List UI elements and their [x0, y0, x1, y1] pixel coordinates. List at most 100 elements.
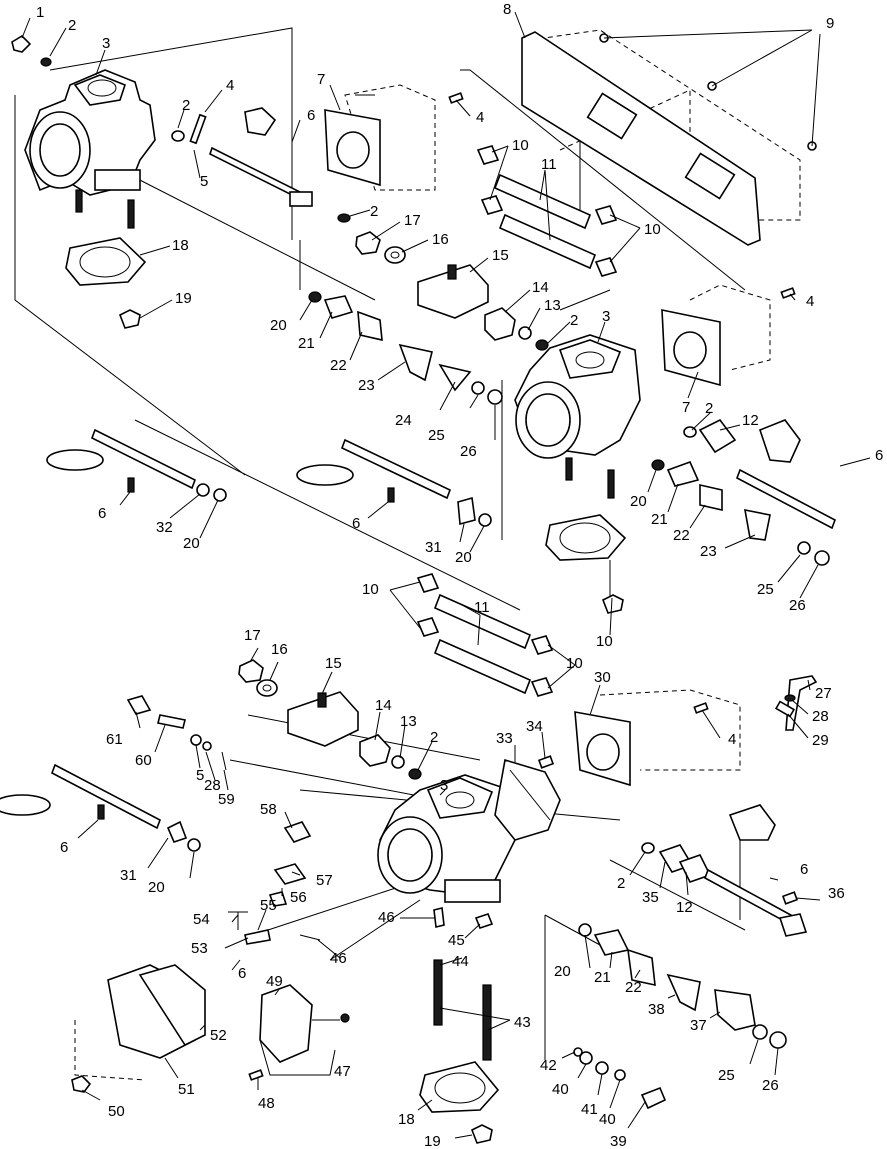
callout-13: 13 — [400, 713, 417, 730]
callout-57: 57 — [316, 872, 333, 889]
callout-55: 55 — [260, 897, 277, 914]
callout-51: 51 — [178, 1081, 195, 1098]
flange-part-7-upper — [324, 109, 381, 187]
gasket-part-18-lower — [419, 1061, 500, 1113]
callout-8: 8 — [503, 1, 511, 18]
screw-parts-44-45 — [433, 907, 494, 929]
callout-20: 20 — [270, 317, 287, 334]
callout-10: 10 — [362, 581, 379, 598]
callout-50: 50 — [108, 1103, 125, 1120]
washer-part-2-c — [337, 213, 351, 223]
callout-10: 10 — [512, 137, 529, 154]
screw-part-4-b — [448, 92, 464, 104]
callout-53: 53 — [191, 940, 208, 957]
linkage-parts-lower-right — [641, 804, 808, 937]
callout-25: 25 — [718, 1067, 735, 1084]
pump-parts-47-49 — [259, 984, 350, 1063]
callout-60: 60 — [135, 752, 152, 769]
callout-15: 15 — [492, 247, 509, 264]
flange-part-30 — [574, 711, 631, 787]
callout-49: 49 — [266, 973, 283, 990]
callout-18: 18 — [398, 1111, 415, 1128]
screw-part-34 — [537, 755, 555, 769]
callout-1: 1 — [36, 4, 44, 21]
callout-39: 39 — [610, 1133, 627, 1149]
nut-part-2-b — [171, 130, 185, 142]
callout-54: 54 — [193, 911, 210, 928]
callout-26: 26 — [460, 443, 477, 460]
nut-part-2-f — [408, 768, 422, 780]
callout-2: 2 — [617, 875, 625, 892]
callout-7: 7 — [682, 399, 690, 416]
gasket-part-18-upper — [65, 237, 147, 286]
callout-15: 15 — [325, 655, 342, 672]
screw-part-4-a — [189, 113, 207, 145]
callout-6: 6 — [307, 107, 315, 124]
callout-36: 36 — [828, 885, 845, 902]
callout-16: 16 — [271, 641, 288, 658]
flange-part-7-middle — [661, 309, 721, 387]
callout-21: 21 — [651, 511, 668, 528]
callout-26: 26 — [762, 1077, 779, 1094]
callout-10: 10 — [644, 221, 661, 238]
callout-6: 6 — [98, 505, 106, 522]
callout-31: 31 — [425, 539, 442, 556]
gasket-part-18-middle — [545, 514, 627, 561]
linkage-parts-middle-right — [651, 418, 836, 566]
callout-20: 20 — [630, 493, 647, 510]
callout-11: 11 — [474, 599, 490, 616]
callout-2: 2 — [705, 400, 713, 417]
callout-22: 22 — [625, 979, 642, 996]
screw-part-48 — [248, 1069, 264, 1081]
callout-46: 46 — [378, 909, 395, 926]
sleeve-part-14-upper — [484, 307, 516, 341]
tubes-part-11-upper — [493, 173, 597, 270]
callout-10: 10 — [596, 633, 613, 650]
nut-part-2-a — [40, 57, 52, 67]
cap-part-1 — [11, 34, 32, 53]
callout-17: 17 — [404, 212, 421, 229]
callout-23: 23 — [700, 543, 717, 560]
callout-3: 3 — [102, 35, 110, 52]
leader-lines — [21, 11, 871, 1139]
tubes-part-11-middle — [433, 593, 532, 695]
callout-20: 20 — [455, 549, 472, 566]
callout-24: 24 — [395, 412, 412, 429]
callout-4: 4 — [476, 109, 484, 126]
callout-56: 56 — [290, 889, 307, 906]
callout-20: 20 — [183, 535, 200, 552]
washer-part-16-lower — [256, 679, 278, 697]
callout-21: 21 — [594, 969, 611, 986]
callout-3: 3 — [440, 777, 448, 794]
screw-part-4-c — [780, 287, 796, 299]
clamps-part-10-middle — [416, 573, 554, 697]
callout-19: 19 — [175, 290, 192, 307]
callout-27: 27 — [815, 685, 832, 702]
mounting-rail-part-8 — [521, 31, 761, 246]
callout-6: 6 — [238, 965, 246, 982]
idle-screw-parts-61-59 — [126, 695, 227, 771]
callout-35: 35 — [642, 889, 659, 906]
screw-part-27-29 — [774, 675, 818, 731]
callout-14: 14 — [532, 279, 549, 296]
callout-12: 12 — [676, 899, 693, 916]
washer-part-13-lower — [391, 755, 405, 769]
callout-61: 61 — [106, 731, 123, 748]
callout-28: 28 — [204, 777, 221, 794]
callout-4: 4 — [226, 77, 234, 94]
callout-17: 17 — [244, 627, 261, 644]
callout-48: 48 — [258, 1095, 275, 1112]
callout-4: 4 — [806, 293, 814, 310]
bracket-part-15-upper — [417, 264, 489, 319]
callout-numbers: 1 2 3 2 4 6 5 7 8 9 4 10 11 10 2 17 16 1… — [36, 1, 883, 1149]
callout-13: 13 — [544, 297, 561, 314]
callout-23: 23 — [358, 377, 375, 394]
callout-40: 40 — [552, 1081, 569, 1098]
callout-22: 22 — [673, 527, 690, 544]
callout-41: 41 — [581, 1101, 598, 1118]
throttle-shaft-lower-left — [0, 763, 201, 852]
callout-16: 16 — [432, 231, 449, 248]
nut-part-2-d — [535, 339, 549, 351]
callout-44: 44 — [452, 953, 469, 970]
